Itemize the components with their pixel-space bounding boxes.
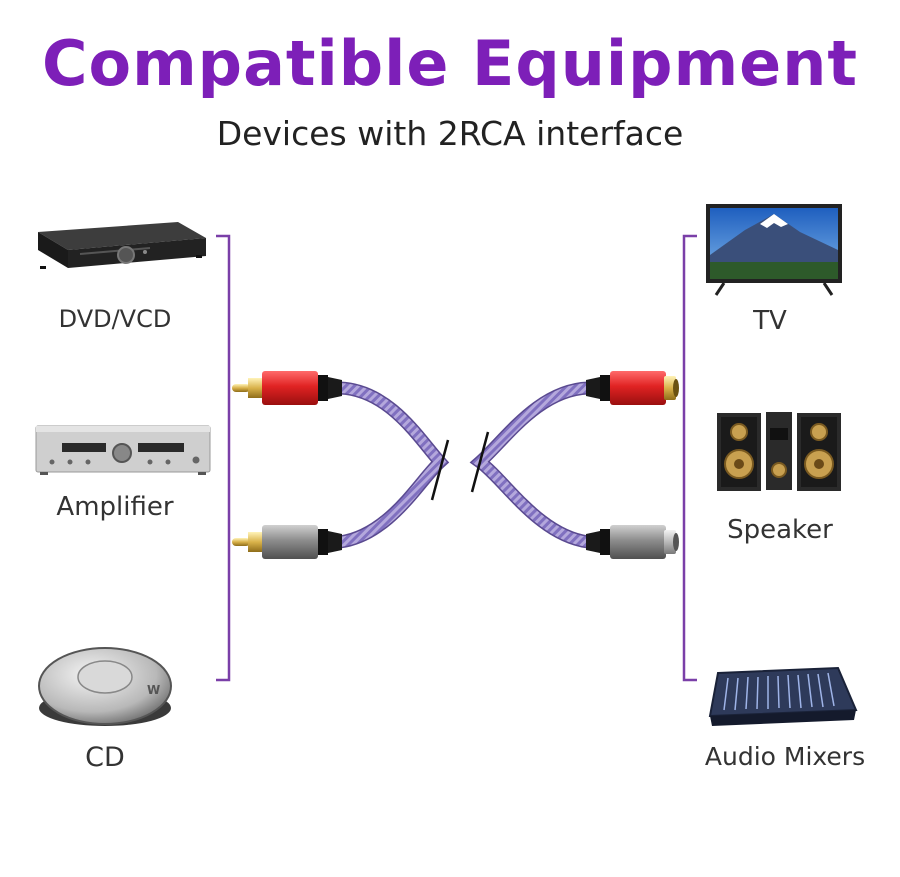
svg-text:W: W bbox=[147, 683, 160, 697]
right-red-jack bbox=[586, 371, 679, 405]
label-audio-mixers: Audio Mixers bbox=[704, 742, 866, 771]
left-gray-plug bbox=[232, 525, 342, 559]
tv-icon bbox=[706, 204, 842, 296]
left-bracket bbox=[216, 234, 231, 682]
label-tv: TV bbox=[753, 306, 787, 336]
label-amplifier: Amplifier bbox=[56, 492, 174, 522]
left-red-plug bbox=[232, 371, 342, 405]
rca-cable-icon bbox=[232, 371, 679, 559]
audio-mixer-icon bbox=[708, 666, 858, 726]
label-cd: CD bbox=[85, 742, 125, 773]
label-speaker: Speaker bbox=[727, 515, 833, 545]
amplifier-icon bbox=[35, 425, 211, 475]
page-subtitle: Devices with 2RCA interface bbox=[216, 114, 684, 153]
right-bracket bbox=[682, 234, 697, 682]
speaker-icon bbox=[717, 412, 841, 491]
label-dvd-vcd: DVD/VCD bbox=[58, 305, 172, 333]
page-title: Compatible Equipment bbox=[41, 27, 858, 100]
dvd-player-icon bbox=[38, 222, 206, 269]
cable-break-icon bbox=[430, 431, 490, 501]
right-gray-jack bbox=[586, 525, 679, 559]
cd-player-icon: W bbox=[38, 647, 172, 726]
